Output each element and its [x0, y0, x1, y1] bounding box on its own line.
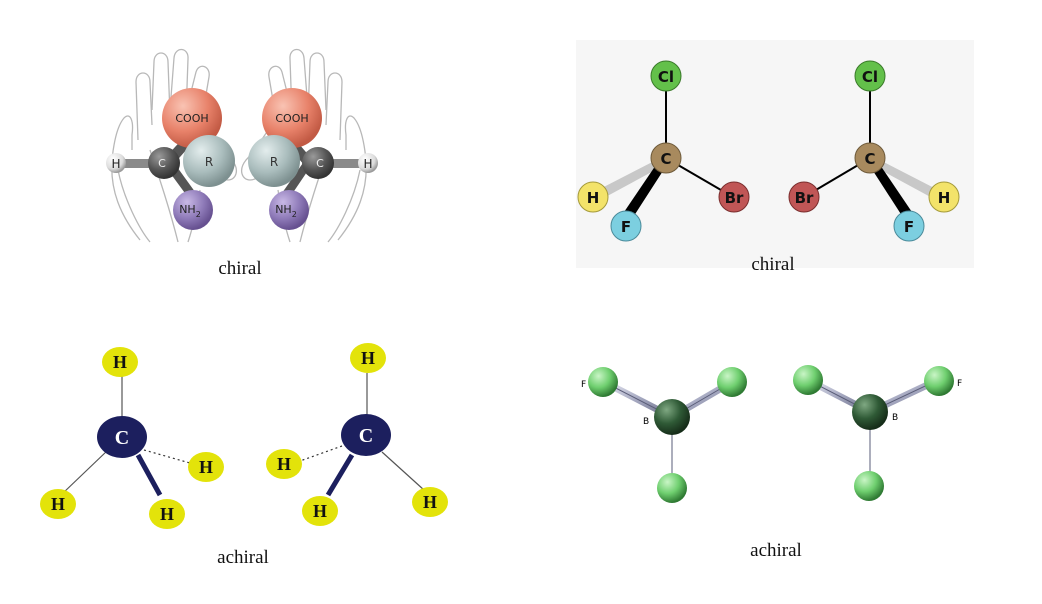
- carbon-label: C: [158, 157, 166, 170]
- f-label: F: [957, 379, 962, 389]
- h-label: H: [587, 189, 600, 207]
- halomethane-caption: chiral: [751, 254, 795, 275]
- carbon-label: C: [115, 427, 129, 449]
- h-atom: [106, 153, 126, 173]
- r-group: [183, 135, 235, 187]
- h-label: H: [199, 457, 213, 477]
- br-label: Br: [725, 189, 744, 207]
- methane-caption: achiral: [217, 547, 269, 568]
- carbon-atom: [341, 414, 391, 456]
- f-atom: [924, 366, 954, 396]
- h-atom-lower-right: [149, 499, 185, 529]
- right-methane: C H H H H: [266, 343, 448, 526]
- cl-label: Cl: [658, 68, 674, 86]
- h-label: H: [423, 492, 437, 512]
- right-halomethane: Cl C H F Br: [788, 60, 960, 242]
- h-label: H: [938, 189, 951, 207]
- right-amino-acid: H COOH NH2 R C: [248, 88, 378, 230]
- nh2-label: NH2: [275, 203, 297, 219]
- cl-atom: [650, 60, 682, 92]
- b-atom: [654, 399, 690, 435]
- left-amino-acid: H COOH NH2 C R: [106, 88, 235, 230]
- br-atom: [788, 181, 820, 213]
- cl-label: Cl: [862, 68, 878, 86]
- bf3-caption: achiral: [750, 540, 802, 561]
- cooh-label: COOH: [175, 112, 208, 125]
- h-label: H: [361, 348, 375, 368]
- f-atom: [793, 365, 823, 395]
- nh2-group: [269, 190, 309, 230]
- f-atom: [893, 210, 925, 242]
- hands-caption: chiral: [218, 258, 262, 279]
- f-label: F: [621, 218, 631, 236]
- nh2-label: NH2: [179, 203, 201, 219]
- cooh-group: [162, 88, 222, 148]
- h-label: H: [51, 494, 65, 514]
- r-label: R: [205, 155, 213, 169]
- c-atom: [650, 142, 682, 174]
- hands-panel: H COOH NH2 C R H COOH NH2 R C: [106, 48, 378, 243]
- h-atom-top: [350, 343, 386, 373]
- f-label: F: [904, 218, 914, 236]
- r-group: [248, 135, 300, 187]
- cooh-label: COOH: [275, 112, 308, 125]
- h-atom: [358, 153, 378, 173]
- h-label: H: [113, 352, 127, 372]
- f-label: F: [581, 380, 586, 390]
- cl-atom: [854, 60, 886, 92]
- methane-panel: C H H H H C H H H H: [40, 343, 448, 529]
- f-atom: [717, 367, 747, 397]
- carbon-label: C: [359, 425, 373, 447]
- left-bf3: F B: [581, 367, 747, 503]
- c-atom: [854, 142, 886, 174]
- b-label: B: [892, 413, 898, 423]
- left-halomethane: Cl C H F Br: [577, 60, 750, 242]
- carbon-atom: [148, 147, 180, 179]
- h-atom-lower-right: [412, 487, 448, 517]
- right-bf3: F B: [793, 365, 962, 501]
- f-atom: [854, 471, 884, 501]
- f-atom: [657, 473, 687, 503]
- h-atom-lower-left: [40, 489, 76, 519]
- h-label: H: [313, 501, 327, 521]
- h-label: H: [363, 157, 372, 171]
- h-label: H: [277, 454, 291, 474]
- br-label: Br: [795, 189, 814, 207]
- br-atom: [718, 181, 750, 213]
- h-atom: [928, 181, 960, 213]
- h-label: H: [160, 504, 174, 524]
- carbon-label: C: [316, 157, 324, 170]
- bf3-panel: F B F B: [581, 365, 962, 503]
- f-atom: [588, 367, 618, 397]
- b-atom: [852, 394, 888, 430]
- cooh-group: [262, 88, 322, 148]
- f-atom: [610, 210, 642, 242]
- r-label: R: [270, 155, 278, 169]
- c-label: C: [660, 150, 671, 168]
- carbon-atom: [97, 416, 147, 458]
- h-atom-right: [188, 452, 224, 482]
- h-atom-left: [266, 449, 302, 479]
- h-label: H: [111, 157, 120, 171]
- halomethane-panel: Cl C H F Br Cl C H F Br: [576, 40, 974, 268]
- nh2-group: [173, 190, 213, 230]
- b-label: B: [643, 417, 649, 427]
- h-atom-top: [102, 347, 138, 377]
- h-atom: [577, 181, 609, 213]
- c-label: C: [864, 150, 875, 168]
- left-methane: C H H H H: [40, 347, 224, 529]
- carbon-atom: [302, 147, 334, 179]
- h-atom-lower-left: [302, 496, 338, 526]
